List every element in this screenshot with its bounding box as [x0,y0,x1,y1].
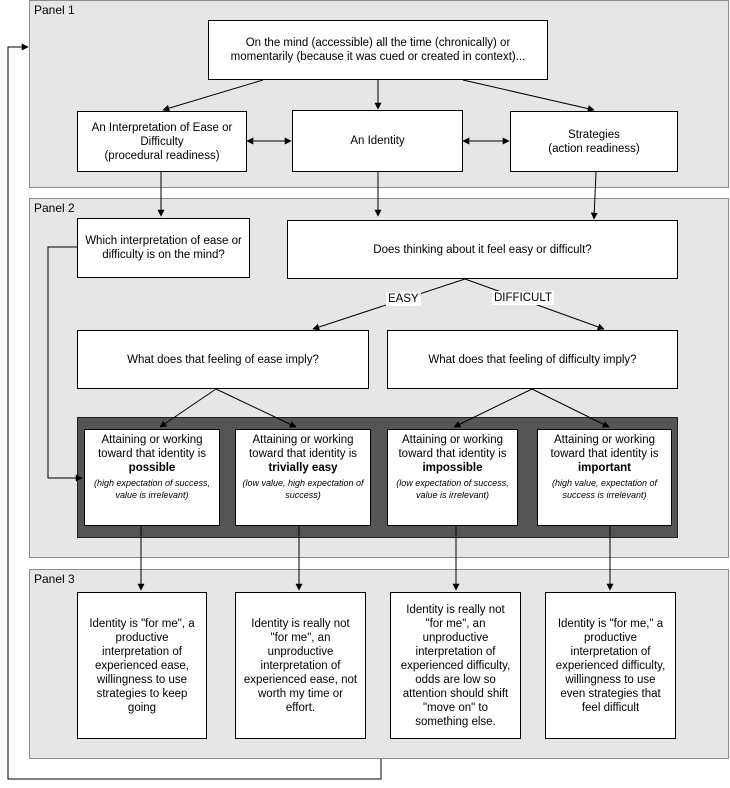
feedback-loop-arrow [7,43,382,780]
arrow-ease-to-possible [159,388,217,428]
result-box-1: Identity is "for me", a productive inter… [77,592,207,739]
interpretation-box: An Interpretation of Ease or Difficulty … [77,111,247,172]
outcome-trivially-easy: Attaining or working toward that identit… [235,429,371,526]
arrow-ease-to-trivial [215,388,297,428]
which-interpretation-box: Which interpretation of ease or difficul… [77,218,250,278]
outcome-impossible: Attaining or working toward that identit… [387,429,518,526]
difficult-label: DIFFICULT [492,291,554,305]
easy-label: EASY [386,292,421,306]
panel-3-label: Panel 3 [34,572,75,586]
arrow-difficulty-to-important [531,388,610,428]
result-box-4: Identity is "for me," a productive inter… [545,592,676,739]
outcome-possible: Attaining or working toward that identit… [84,429,220,526]
panel-1-label: Panel 1 [34,3,75,17]
arrow-top-to-interpretation [162,79,264,112]
arrow-which-to-possible [47,246,83,482]
result-box-2: Identity is really not "for me", an unpr… [235,592,366,739]
difficulty-imply-box: What does that feeling of difficulty imp… [387,330,678,389]
arrow-top-to-strategies [462,79,595,113]
outcome-important: Attaining or working toward that identit… [537,429,672,526]
identity-box: An Identity [292,110,463,172]
arrow-strategies-to-does [590,171,598,220]
does-thinking-box: Does thinking about it feel easy or diff… [287,220,678,279]
ease-imply-box: What does that feeling of ease imply? [77,330,369,389]
strategies-box: Strategies (action readiness) [510,111,678,172]
result-box-3: Identity is really not "for me", an unpr… [390,592,521,739]
panel-2-label: Panel 2 [34,201,75,215]
top-box: On the mind (accessible) all the time (c… [208,20,548,80]
arrow-difficulty-to-impossible [453,388,533,428]
